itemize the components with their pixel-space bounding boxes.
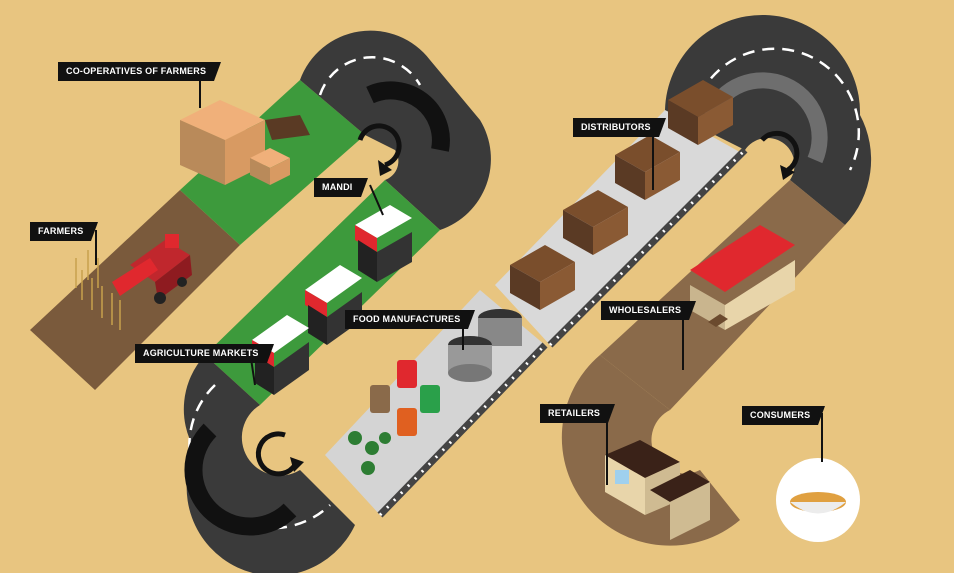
conveyor-edge-lower bbox=[377, 342, 548, 518]
label-food-manufactures: FOOD MANUFACTURES bbox=[345, 310, 476, 329]
flow-arrow-3 bbox=[760, 130, 800, 173]
cooperative-building bbox=[180, 100, 310, 185]
label-retailers: RETAILERS bbox=[540, 404, 616, 423]
food-cans bbox=[370, 360, 440, 436]
road-curve-top-right-dash bbox=[698, 47, 861, 171]
mandi-stall bbox=[355, 205, 412, 282]
wholesale-brown-band bbox=[600, 180, 845, 410]
label-farmers: FARMERS bbox=[30, 222, 99, 241]
flow-arrow-1 bbox=[357, 123, 402, 168]
flow-arrow-2-head bbox=[290, 457, 304, 472]
crop-field bbox=[75, 250, 121, 330]
pointer-line-mandi bbox=[369, 184, 384, 216]
road-curve-top-left-inner bbox=[318, 56, 422, 96]
warehouse bbox=[690, 225, 795, 330]
crates bbox=[510, 80, 733, 310]
label-agriculture-markets: AGRICULTURE MARKETS bbox=[135, 344, 274, 363]
flow-arrow-1-head bbox=[378, 160, 392, 176]
label-wholesalers: WHOLESALERS bbox=[601, 301, 697, 320]
road-curve-top-left-dark bbox=[366, 81, 450, 152]
market-stall-middle bbox=[305, 265, 362, 345]
farm-field-band bbox=[30, 190, 240, 390]
market-stall-agriculture bbox=[252, 315, 309, 395]
label-cooperatives: CO-OPERATIVES OF FARMERS bbox=[58, 62, 222, 81]
conveyor-edge-upper bbox=[547, 147, 748, 348]
label-mandi: MANDI bbox=[314, 178, 367, 197]
road-curve-bottom-left-dark bbox=[184, 423, 297, 536]
vegetables bbox=[348, 431, 391, 475]
flow-arrow-2 bbox=[255, 431, 298, 477]
road-curve-top-right bbox=[665, 14, 872, 225]
retail-shop bbox=[605, 440, 710, 540]
road-curve-top-left bbox=[300, 30, 491, 231]
label-distributors: DISTRIBUTORS bbox=[573, 118, 666, 137]
consumer-bowl bbox=[776, 458, 860, 542]
combine-harvester bbox=[112, 234, 192, 304]
storage-tanks bbox=[448, 309, 522, 382]
label-consumers: CONSUMERS bbox=[742, 406, 826, 425]
flow-arrow-3-head bbox=[780, 165, 795, 180]
